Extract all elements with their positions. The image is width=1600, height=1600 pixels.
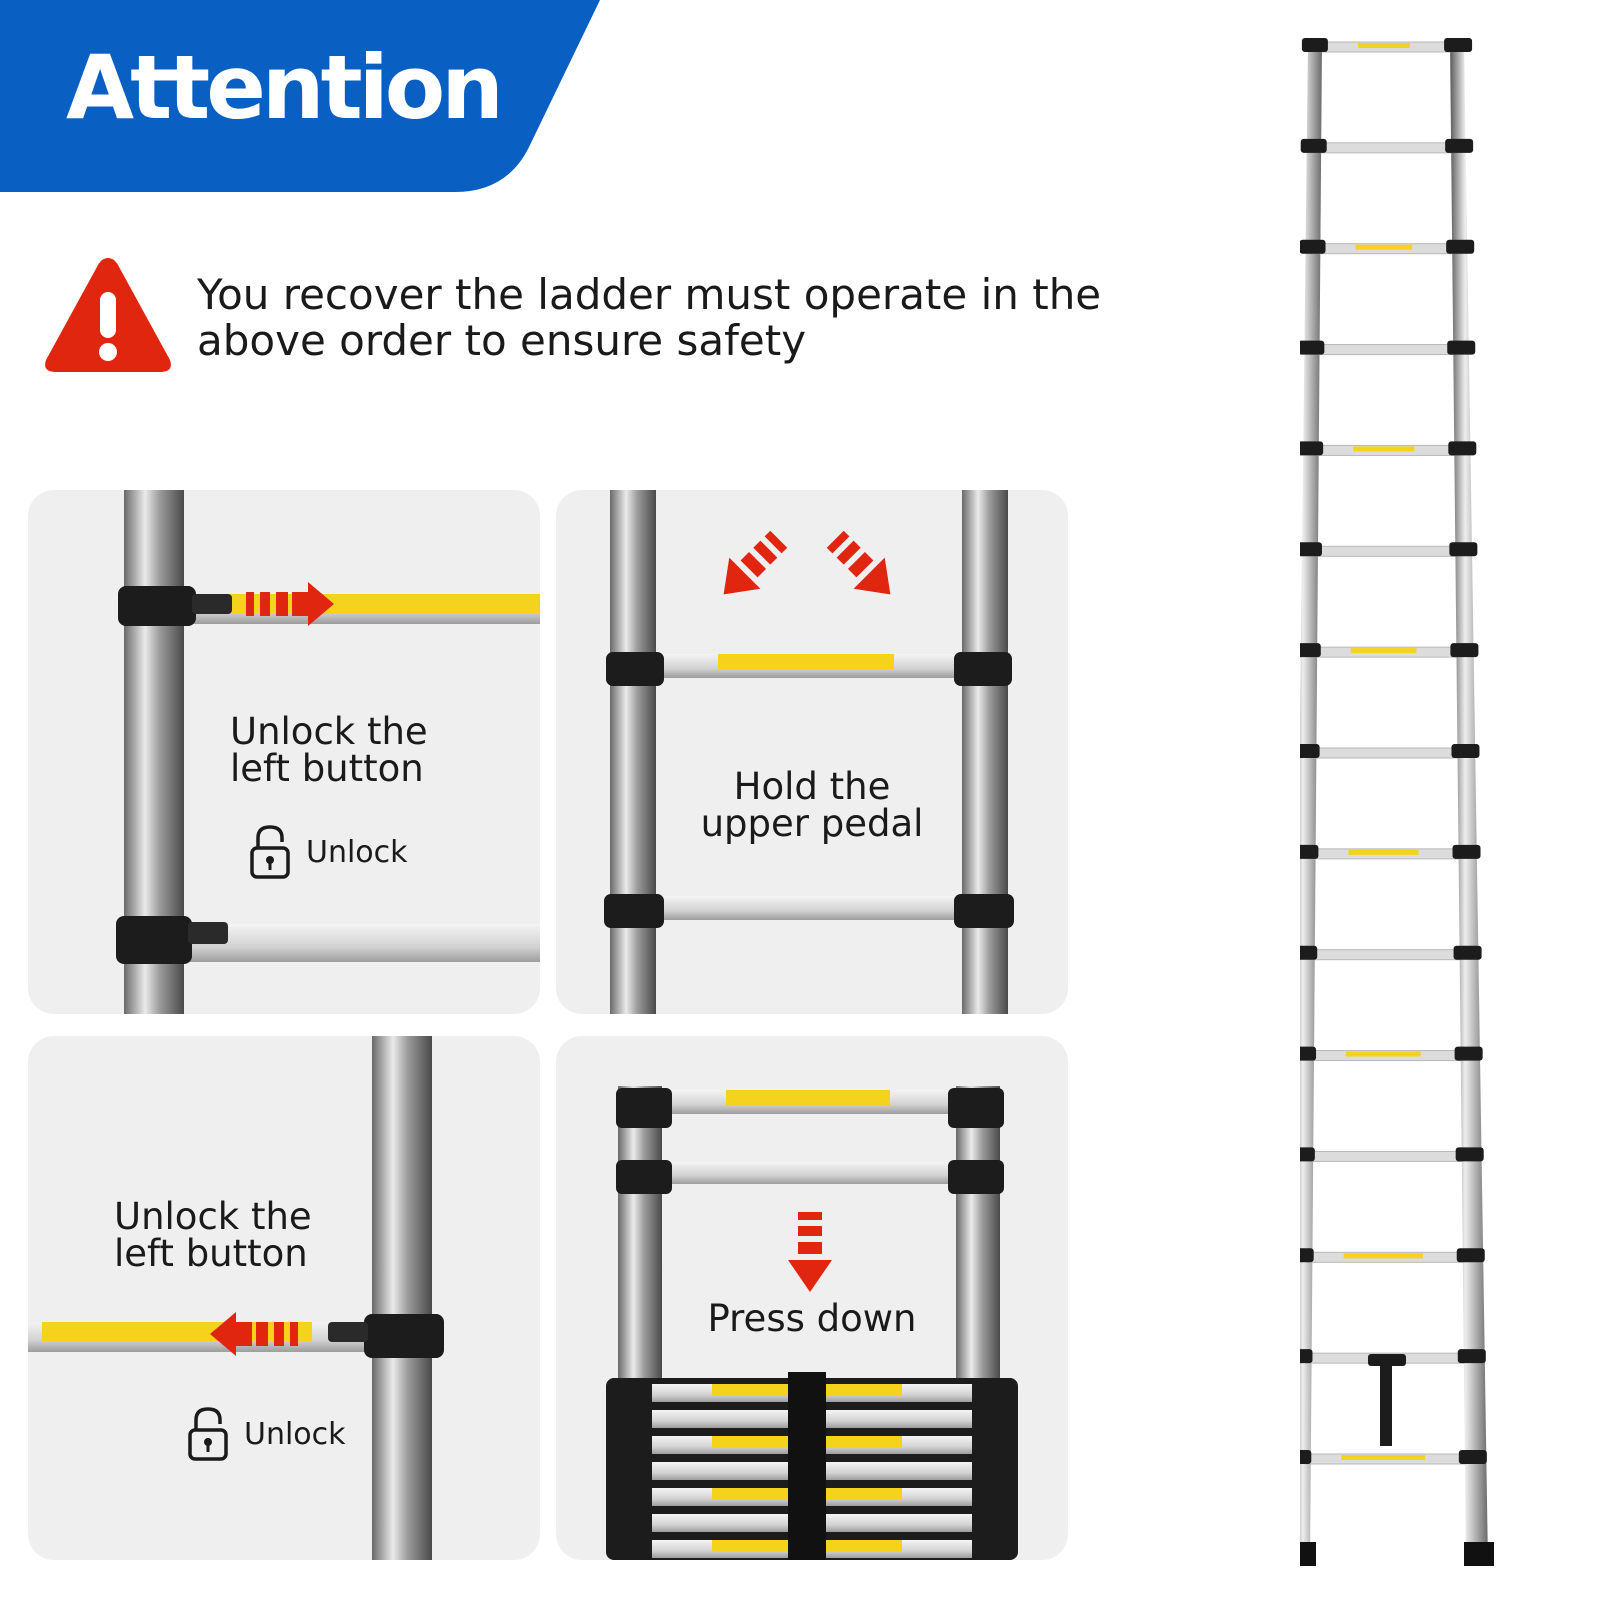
step-text: Hold the upper pedal [556, 768, 1068, 842]
ladder-closeup-illustration [28, 1036, 444, 1560]
unlock-indicator: Unlock [186, 1406, 346, 1462]
ladder-closeup-illustration [604, 490, 1014, 1014]
banner-title: Attention [66, 36, 504, 139]
step-panel-unlock-left-1: Unlock the left button Unlock [28, 490, 540, 1014]
step-text-line1: Unlock the [114, 1195, 312, 1238]
step-text: Unlock the left button [114, 1198, 312, 1272]
ladder-closeup-illustration [116, 490, 540, 1014]
step-text: Unlock the left button [230, 713, 428, 787]
red-arrow-right-icon [246, 582, 334, 626]
warning-triangle-icon [45, 258, 171, 372]
unlocked-padlock-icon [250, 825, 290, 879]
step-panel-press-down: Press down [556, 1036, 1068, 1560]
red-arrow-left-icon [210, 1312, 298, 1356]
unlocked-padlock-icon [188, 1407, 228, 1461]
banner-shape [0, 0, 600, 192]
step-text-line1: Hold the [733, 765, 891, 808]
step-text-line2: left button [230, 747, 424, 790]
red-arrow-down-icon [788, 1212, 832, 1292]
step-panel-unlock-left-2: Unlock the left button Unlock [28, 1036, 540, 1560]
step-panel-hold-pedal: Hold the upper pedal [556, 490, 1068, 1014]
unlock-label: Unlock [244, 1416, 346, 1452]
unlock-indicator: Unlock [248, 824, 408, 880]
warning-text-line1: You recover the ladder must operate in t… [197, 270, 1102, 319]
warning-text: You recover the ladder must operate in t… [197, 272, 1157, 364]
ladder-closeup-illustration [606, 1086, 1018, 1560]
attention-banner: Attention [0, 0, 600, 192]
step-text-line1: Press down [707, 1297, 917, 1340]
collapsed-rungs-stack [606, 1372, 1018, 1560]
extended-ladder-illustration [1300, 38, 1494, 1566]
step-text-line2: left button [114, 1232, 308, 1275]
step-text-line2: upper pedal [700, 802, 924, 845]
step-text-line1: Unlock the [230, 710, 428, 753]
unlock-label: Unlock [306, 834, 408, 870]
red-arrows-diagonal-icon [723, 530, 891, 595]
warning-text-line2: above order to ensure safety [197, 316, 807, 365]
step-text: Press down [556, 1300, 1068, 1337]
